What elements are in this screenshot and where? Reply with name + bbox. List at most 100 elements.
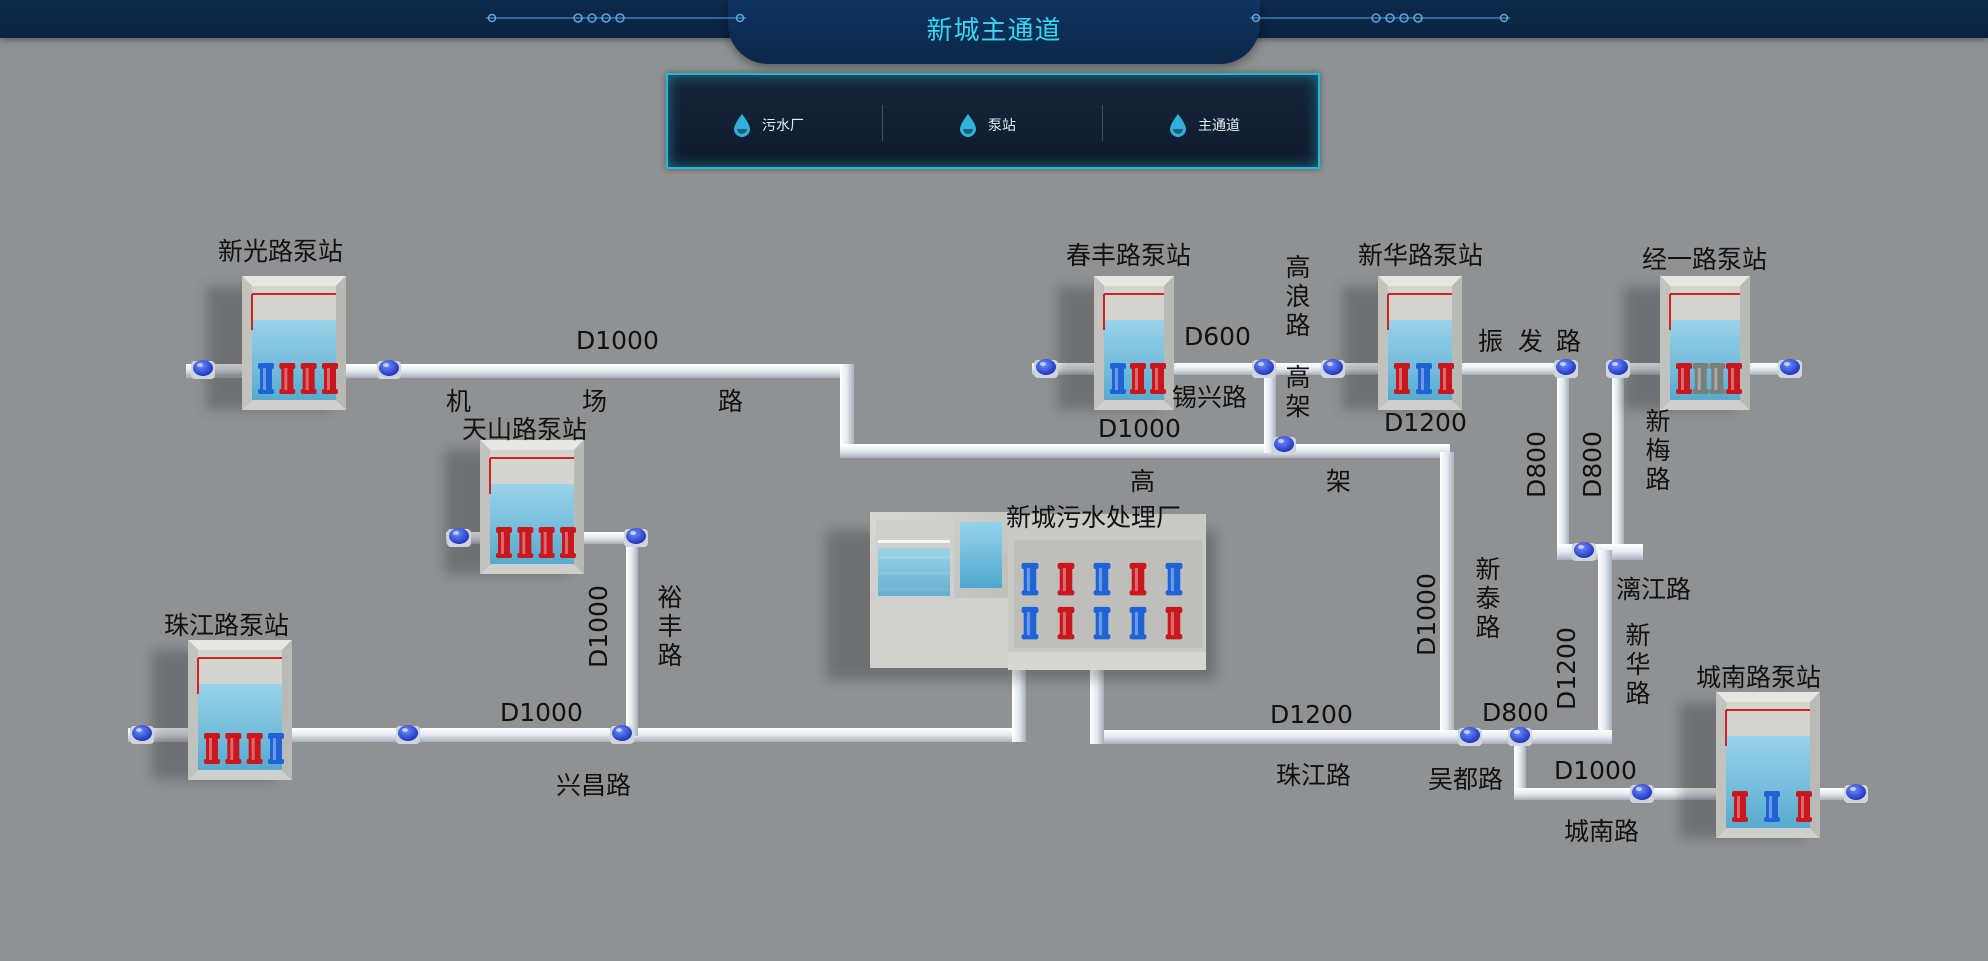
- pump-red[interactable]: [1129, 562, 1147, 596]
- pipe-label-d1200-zhujiang: D1200: [1270, 700, 1353, 729]
- legend-item-main-channel[interactable]: 主通道: [1168, 113, 1240, 137]
- pump-red[interactable]: [1726, 363, 1742, 394]
- page-title: 新城主通道: [926, 16, 1062, 46]
- valve-icon[interactable]: [1321, 359, 1345, 378]
- pipe-label-d800-a: D800: [1522, 431, 1551, 498]
- valve-icon[interactable]: [1034, 359, 1058, 378]
- pump-red[interactable]: [496, 527, 512, 558]
- pump-blue[interactable]: [1093, 606, 1111, 640]
- pipe-d800-b: [1612, 370, 1624, 550]
- pump-blue[interactable]: [1093, 562, 1111, 596]
- road-label-gaojia-b1: 高: [1130, 467, 1156, 496]
- pump-station-chengnan[interactable]: [1680, 692, 1820, 838]
- pipe-xinguang-drop: [840, 364, 854, 456]
- valve-icon[interactable]: [1844, 784, 1868, 803]
- legend-divider: [1102, 105, 1103, 141]
- valve-icon[interactable]: [377, 360, 401, 379]
- pump-station-zhujiang[interactable]: [152, 640, 292, 780]
- pipe-zhenfa: [1462, 363, 1568, 375]
- pump-red[interactable]: [560, 527, 576, 558]
- legend-item-pump-station[interactable]: 泵站: [958, 113, 1016, 137]
- station-title-xinhua: 新华路泵站: [1358, 241, 1484, 270]
- pump-red[interactable]: [204, 733, 220, 764]
- pump-station-tianshan[interactable]: [444, 440, 584, 574]
- pump-red[interactable]: [1676, 363, 1692, 394]
- pump-blue[interactable]: [1416, 363, 1432, 394]
- legend-label-plant: 污水厂: [762, 118, 804, 134]
- valve-icon[interactable]: [191, 360, 215, 379]
- valve-icon[interactable]: [1630, 784, 1654, 803]
- pump-red[interactable]: [1796, 791, 1812, 822]
- legend-item-plant[interactable]: 污水厂: [732, 113, 804, 137]
- valve-icon[interactable]: [1272, 436, 1296, 455]
- valve-layer: [130, 359, 1868, 803]
- pump-grey[interactable]: [1692, 363, 1709, 394]
- valve-icon[interactable]: [1572, 542, 1596, 561]
- road-label-xingchang: 兴昌路: [556, 771, 632, 800]
- valve-icon[interactable]: [1458, 727, 1482, 746]
- pump-grey[interactable]: [1709, 363, 1726, 394]
- valve-icon[interactable]: [447, 528, 471, 547]
- road-label-jichang-2: 场: [582, 387, 608, 416]
- road-label-zhenfa-3: 路: [1556, 327, 1582, 356]
- pump-station-xinguang[interactable]: [206, 276, 346, 410]
- road-label-gaolang: 高浪路: [1282, 254, 1311, 341]
- pipe-label-d1000-xingchang: D1000: [500, 698, 583, 727]
- pump-blue[interactable]: [1165, 562, 1183, 596]
- header-title-tab: [728, 0, 1260, 64]
- pump-blue[interactable]: [1021, 606, 1039, 640]
- pump-red[interactable]: [517, 527, 534, 558]
- pump-blue[interactable]: [258, 363, 274, 394]
- pump-red[interactable]: [1057, 562, 1075, 596]
- pump-red[interactable]: [279, 363, 296, 394]
- valve-icon[interactable]: [130, 725, 154, 744]
- road-label-yufeng: 裕丰路: [654, 584, 683, 671]
- water-drop-icon: [734, 114, 750, 137]
- valve-icon[interactable]: [1508, 727, 1532, 746]
- pump-station-xinhua[interactable]: [1342, 276, 1462, 410]
- road-label-wudu: 吴都路: [1428, 765, 1504, 794]
- valve-icon[interactable]: [1606, 359, 1630, 378]
- station-title-chunfeng: 春丰路泵站: [1066, 241, 1192, 270]
- pump-red[interactable]: [300, 363, 317, 394]
- header-circuit-left-decoration: [486, 13, 746, 23]
- pipe-wudu: [1514, 736, 1526, 794]
- pump-red[interactable]: [538, 527, 555, 558]
- pipe-label-d800-b: D800: [1578, 431, 1607, 498]
- valve-icon[interactable]: [1252, 359, 1276, 378]
- valve-icon[interactable]: [610, 725, 634, 744]
- valve-icon[interactable]: [624, 528, 648, 547]
- pipe-xingchang: [138, 728, 1026, 742]
- pump-red[interactable]: [1438, 363, 1454, 394]
- pump-red[interactable]: [1057, 606, 1075, 640]
- valve-icon[interactable]: [396, 725, 420, 744]
- legend-panel: 污水厂 泵站 主通道: [666, 73, 1320, 169]
- water-drop-icon: [1170, 114, 1186, 137]
- pump-blue[interactable]: [1110, 363, 1126, 394]
- pump-red[interactable]: [1394, 363, 1410, 394]
- pump-red[interactable]: [246, 733, 263, 764]
- pump-station-jingyi[interactable]: [1624, 276, 1750, 410]
- pump-red[interactable]: [1165, 606, 1183, 640]
- pump-station-chunfeng[interactable]: [1058, 276, 1174, 410]
- pump-blue[interactable]: [1021, 562, 1039, 596]
- pump-blue[interactable]: [1764, 791, 1780, 822]
- station-title-chengnan: 城南路泵站: [1696, 663, 1822, 692]
- pipe-gaolang-drop: [1264, 363, 1276, 453]
- road-label-jichang-3: 路: [718, 387, 744, 416]
- valve-icon[interactable]: [1554, 359, 1578, 378]
- pump-red[interactable]: [322, 363, 338, 394]
- pump-blue[interactable]: [268, 733, 284, 764]
- pump-red[interactable]: [1130, 363, 1146, 394]
- station-title-zhujiang: 珠江路泵站: [164, 611, 290, 640]
- pump-red[interactable]: [1732, 791, 1748, 822]
- water-drop-icon: [960, 114, 976, 137]
- pump-red[interactable]: [225, 733, 242, 764]
- pipe-label-d1000-xintai: D1000: [1412, 573, 1441, 656]
- pump-blue[interactable]: [1129, 606, 1147, 640]
- pump-station-tanks: [152, 276, 1820, 838]
- pump-red[interactable]: [1150, 363, 1166, 394]
- valve-icon[interactable]: [1778, 359, 1802, 378]
